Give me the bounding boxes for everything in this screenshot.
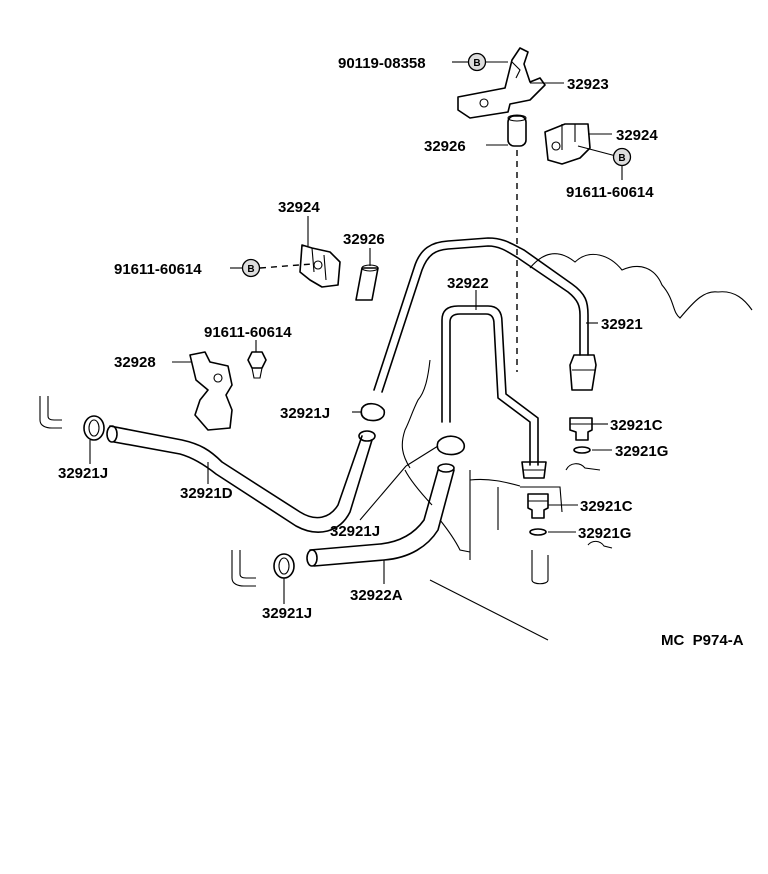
label-32924-right: 32924 <box>616 127 658 144</box>
label-32921J-far-left: 32921J <box>58 465 108 482</box>
label-32921C-upper: 32921C <box>610 417 663 434</box>
label-32922A: 32922A <box>350 587 403 604</box>
hose-32921D <box>106 425 376 533</box>
svg-text:B: B <box>473 58 480 69</box>
label-32921D: 32921D <box>180 485 233 502</box>
badge-b-icon-top: B <box>467 52 487 72</box>
label-32921J-bottom: 32921J <box>262 605 312 622</box>
label-32921G-lower: 32921G <box>578 525 631 542</box>
badge-b-icon-right: B <box>612 147 632 167</box>
bolt-mid <box>247 351 267 379</box>
label-32923: 32923 <box>567 76 609 93</box>
hose-32926-left <box>355 264 379 301</box>
bracket-32923 <box>457 47 546 119</box>
figure-code: MC P974-A <box>661 632 744 649</box>
clamp-32921J-far-left <box>39 396 105 441</box>
label-32921J-mid: 32921J <box>280 405 330 422</box>
clamp-32921J-bottom <box>231 550 295 587</box>
hose-32926-top <box>507 114 527 147</box>
label-32924-left: 32924 <box>278 199 320 216</box>
label-32921: 32921 <box>601 316 643 333</box>
label-32921J-lower-mid: 32921J <box>330 523 380 540</box>
clamp-32924-right <box>544 123 591 165</box>
label-91611-60614-right: 91611-60614 <box>566 184 654 201</box>
label-32928: 32928 <box>114 354 156 371</box>
pipe-32921 <box>373 237 597 393</box>
label-32926-top: 32926 <box>424 138 466 155</box>
label-32921G-upper: 32921G <box>615 443 668 460</box>
label-32921C-lower: 32921C <box>580 498 633 515</box>
label-91611-60614-left: 91611-60614 <box>114 261 202 278</box>
hose-32922A <box>306 463 455 567</box>
pipe-32922 <box>441 305 547 479</box>
clamp-32921J-lower-mid <box>436 435 466 456</box>
clamp-32924-left <box>299 244 341 288</box>
bracket-32928 <box>189 351 233 431</box>
badge-b-icon-left: B <box>241 258 261 278</box>
label-91611-60614-mid: 91611-60614 <box>204 324 292 341</box>
union-32921C-upper <box>569 417 593 441</box>
union-32921C-lower <box>527 493 549 519</box>
engine-block-outline <box>401 253 753 641</box>
svg-text:B: B <box>618 153 625 164</box>
leader-lines <box>89 61 623 604</box>
label-90119-08358: 90119-08358 <box>338 55 426 72</box>
label-32926-left: 32926 <box>343 231 385 248</box>
clamp-32921J-mid <box>360 402 386 422</box>
gasket-32921G-lower <box>529 528 547 536</box>
svg-text:B: B <box>247 264 254 275</box>
label-32922: 32922 <box>447 275 489 292</box>
gasket-32921G-upper <box>573 446 591 454</box>
